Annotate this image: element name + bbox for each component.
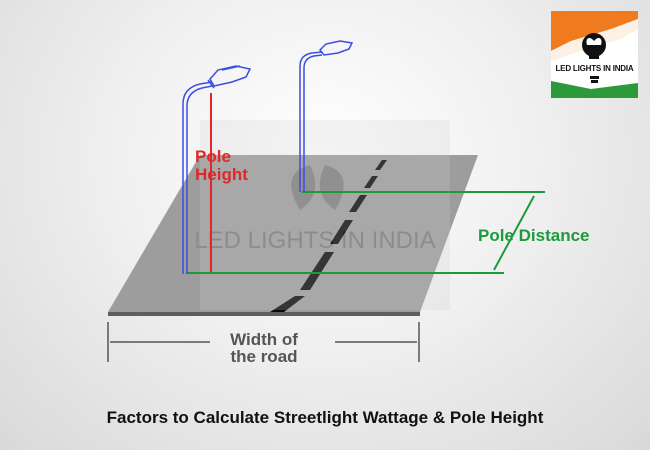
road-width-label-line1: Width of — [230, 330, 298, 349]
lamp-head-near — [209, 65, 252, 87]
streetlight-pole-near — [182, 65, 252, 274]
streetlight-pole-far — [299, 40, 354, 192]
lamp-head-far — [318, 40, 354, 56]
logo-text: LED LIGHTS IN INDIA — [555, 64, 634, 73]
road-width-marker — [107, 322, 420, 362]
road-width-label-line2: the road — [230, 347, 297, 366]
watermark: LED LIGHTS IN INDIA — [194, 120, 450, 310]
watermark-text: LED LIGHTS IN INDIA — [194, 227, 435, 254]
pole-distance-marker — [186, 191, 545, 274]
pole-height-label-line1: Pole — [195, 147, 231, 166]
brand-logo: LED LIGHTS IN INDIA — [551, 11, 638, 98]
road-center-line — [270, 160, 387, 312]
pole-height-label-line2: Height — [195, 165, 248, 184]
bulb-icon — [582, 33, 606, 83]
pole-distance-label: Pole Distance — [478, 226, 590, 245]
diagram-caption: Factors to Calculate Streetlight Wattage… — [106, 408, 544, 427]
